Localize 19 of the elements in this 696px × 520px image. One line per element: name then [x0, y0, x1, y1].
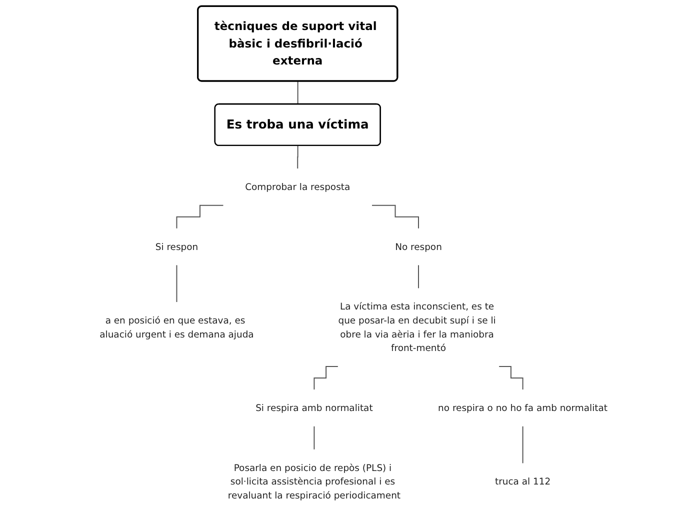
connector	[418, 264, 419, 289]
connector	[297, 80, 298, 105]
node-text: truca al 112	[495, 476, 551, 487]
node-text: Comprobar la resposta	[245, 182, 350, 192]
node-text: Posarla en posicio de repòs (PLS) i sol·licita assistència profesional i es revaluant la respiració periodicament	[228, 462, 401, 501]
node-text: no respira o no ho fa amb normalitat	[438, 402, 608, 414]
connector	[314, 366, 338, 390]
node-text: a en posició en que estava, es aluació urgent i es demana ajuda	[100, 315, 254, 340]
node-text: No respon	[395, 241, 442, 252]
connector	[498, 366, 524, 390]
node-text: La víctima esta inconscient, es te que posar-la en decubit supí i se li obre la via aèria i fer la maniobra front-mentó	[338, 301, 496, 354]
node-text: Si respira amb normalitat	[256, 402, 373, 414]
connector	[176, 264, 178, 303]
connector	[176, 204, 224, 229]
connector	[297, 145, 298, 169]
connector	[522, 426, 524, 464]
connector	[314, 426, 315, 450]
connector	[372, 204, 419, 229]
node-text: Si respon	[155, 241, 198, 252]
